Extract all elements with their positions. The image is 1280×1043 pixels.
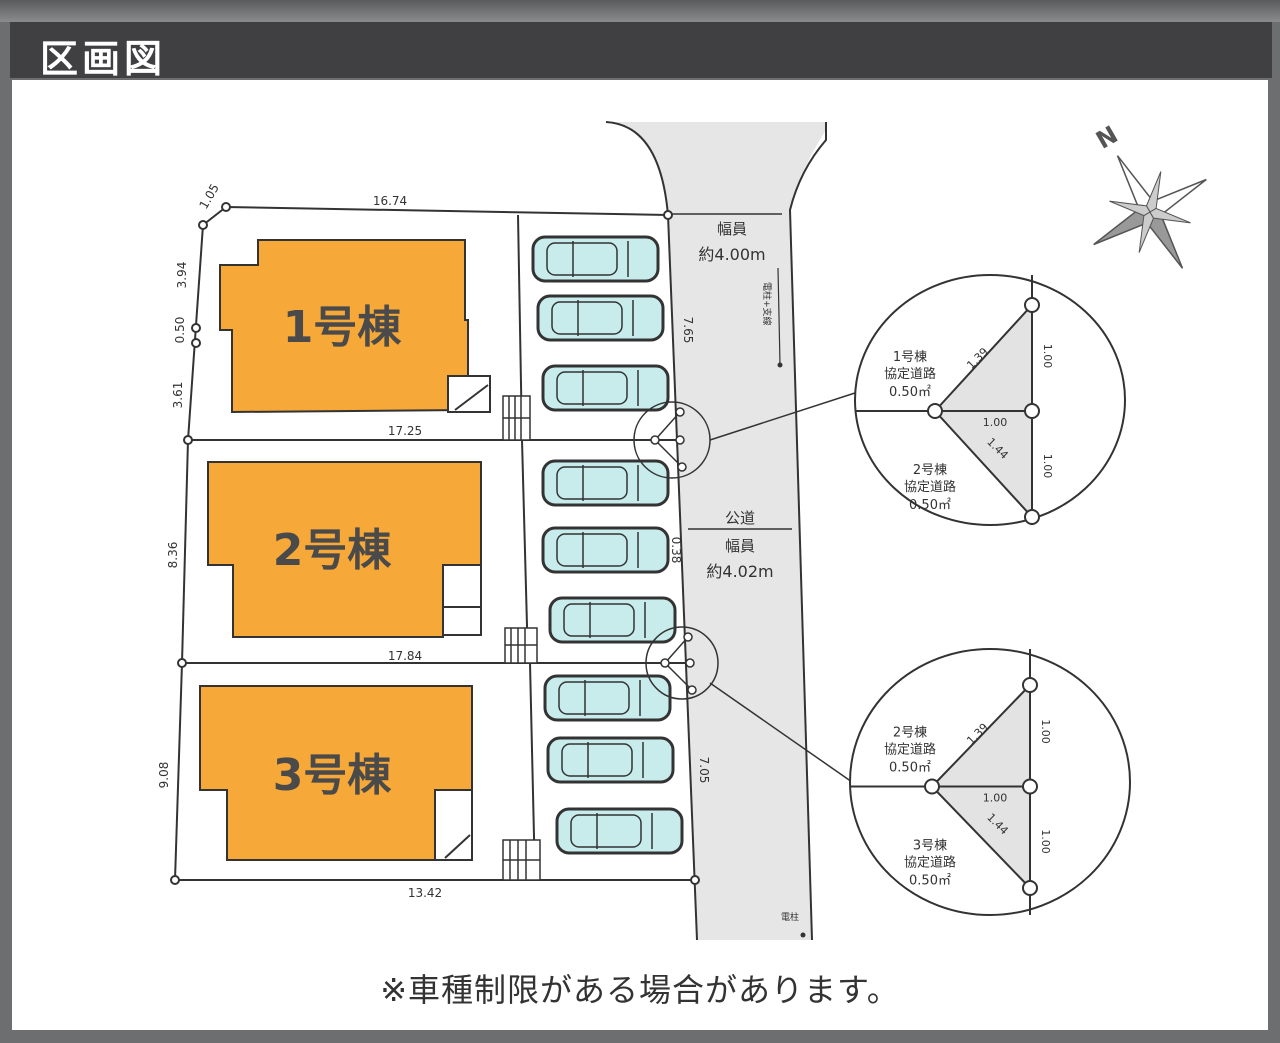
parking-car-8 bbox=[546, 736, 675, 784]
dim-left-2: 8.36 bbox=[166, 542, 180, 569]
detail-lower-area: 0.50㎡ bbox=[909, 498, 951, 513]
building-1-label: 1号棟 bbox=[283, 302, 403, 353]
vertical-road-note: 電柱+支線 bbox=[761, 282, 773, 326]
detail-upper-type: 協定道路 bbox=[884, 742, 936, 758]
corner-cut-markers bbox=[650, 407, 697, 695]
private-road-width-label: 幅員 bbox=[717, 220, 747, 238]
dim-left-1b: 0.50 bbox=[173, 317, 187, 344]
detail-d-v1: 1.00 bbox=[1041, 344, 1054, 369]
header-bar: 区画図 bbox=[10, 22, 1272, 81]
parking-car-1 bbox=[531, 235, 660, 283]
parking-car-2 bbox=[536, 294, 665, 342]
boundary-marker bbox=[1024, 297, 1040, 313]
dim-top: 16.74 bbox=[373, 194, 407, 208]
detail-d-mid: 1.00 bbox=[983, 416, 1008, 429]
dim-right-3: 7.05 bbox=[697, 757, 711, 784]
boundary-marker bbox=[927, 403, 943, 419]
parking-car-7 bbox=[543, 674, 672, 722]
parking-cars bbox=[531, 235, 684, 855]
detail-lower-lot: 2号棟 bbox=[913, 463, 947, 478]
detail-upper-type: 協定道路 bbox=[884, 366, 936, 382]
public-road-width-label: 幅員 bbox=[725, 537, 755, 555]
compass-north-label: N bbox=[1091, 120, 1122, 154]
building-1: 1号棟 bbox=[219, 239, 491, 414]
detail-d-v2: 1.00 bbox=[1041, 454, 1054, 479]
detail-upper-lot: 1号棟 bbox=[893, 350, 927, 365]
dim-left-1c: 3.61 bbox=[171, 382, 185, 409]
parking-car-3 bbox=[541, 364, 670, 412]
boundary-marker bbox=[1022, 677, 1038, 693]
dim-left-1a: 3.94 bbox=[175, 262, 189, 289]
parking-car-9 bbox=[555, 807, 684, 855]
boundary-marker bbox=[1024, 403, 1040, 419]
detail-upper-lot: 2号棟 bbox=[893, 726, 927, 741]
corner-cut-callouts bbox=[633, 391, 859, 783]
dim-right-1: 7.65 bbox=[681, 317, 695, 344]
road-edge-right bbox=[788, 122, 827, 941]
parking-car-5 bbox=[541, 526, 670, 574]
detail-lower-type: 協定道路 bbox=[904, 855, 956, 871]
boundary-marker bbox=[924, 778, 940, 795]
boundary-markers bbox=[170, 202, 700, 885]
boundary-marker bbox=[1024, 509, 1040, 525]
road bbox=[606, 122, 826, 940]
detail-lower-area: 0.50㎡ bbox=[909, 874, 951, 889]
dim-sep-2: 17.84 bbox=[388, 649, 422, 663]
detail-d-v1: 1.00 bbox=[1039, 719, 1052, 744]
building-3: 3号棟 bbox=[199, 685, 473, 861]
detail-d-mid: 1.00 bbox=[983, 792, 1008, 805]
dim-bottom: 13.42 bbox=[408, 886, 442, 900]
detail-lower-lot: 3号棟 bbox=[913, 839, 947, 854]
north-compass-icon: N bbox=[1091, 120, 1207, 269]
dim-sep-1: 17.25 bbox=[388, 424, 422, 438]
building-2: 2号棟 bbox=[207, 461, 482, 638]
detail-d-v2: 1.00 bbox=[1039, 829, 1052, 854]
detail-upper-area: 0.50㎡ bbox=[889, 761, 931, 776]
site-plan-panel: 1号棟 2号棟 3号棟 16.74 1.05 3.94 0.50 3.61 17… bbox=[12, 80, 1268, 1030]
site-plan: 1号棟 2号棟 3号棟 16.74 1.05 3.94 0.50 3.61 17… bbox=[157, 120, 1207, 941]
detail-lower-type: 協定道路 bbox=[904, 479, 956, 495]
boundary-marker bbox=[1022, 880, 1038, 896]
public-road-width: 約4.02m bbox=[706, 562, 773, 581]
top-strip bbox=[0, 0, 1280, 22]
detail-upper-area: 0.50㎡ bbox=[889, 385, 931, 400]
road-edge-left bbox=[605, 121, 698, 941]
parking-car-4 bbox=[541, 459, 670, 507]
boundary-marker bbox=[1022, 778, 1038, 795]
footer-note: ※車種制限がある場合があります。 bbox=[380, 971, 900, 1009]
dim-left-3: 9.08 bbox=[157, 762, 171, 789]
utility-pole-icon bbox=[800, 932, 806, 938]
parking-car-6 bbox=[548, 596, 677, 644]
page-title: 区画図 bbox=[40, 37, 167, 81]
utility-pole-label: 電柱 bbox=[781, 911, 799, 923]
dim-right-2: 0.38 bbox=[669, 537, 683, 564]
road-labels: 幅員 約4.00m 電柱+支線 公道 幅員 約4.02m 電柱 bbox=[672, 213, 806, 938]
stairs bbox=[502, 395, 541, 881]
private-road-width: 約4.00m bbox=[698, 245, 765, 264]
public-road-label: 公道 bbox=[725, 509, 755, 527]
building-3-label: 3号棟 bbox=[273, 750, 393, 801]
building-2-label: 2号棟 bbox=[273, 525, 393, 576]
dim-corner: 1.05 bbox=[196, 181, 221, 211]
